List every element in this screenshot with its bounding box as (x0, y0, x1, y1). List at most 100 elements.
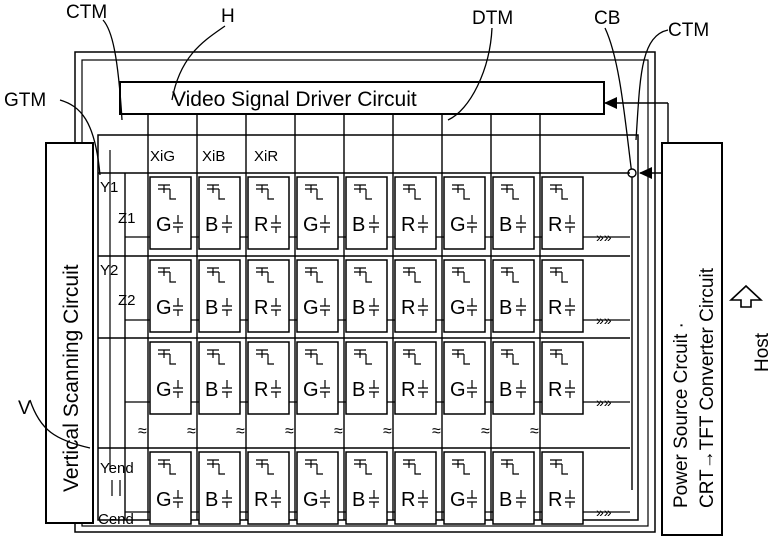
pixel-letter: R (401, 489, 415, 511)
vertical-scanning-label: Vertical Scanning Circuit (60, 264, 83, 492)
ctm-left-label: CTM (66, 2, 107, 23)
pixel-letter: G (303, 489, 319, 511)
break-mark: ≈ (481, 423, 490, 440)
pixel-letter: B (499, 297, 512, 319)
pixel-letter: B (499, 214, 512, 236)
pixel-letter: R (548, 297, 562, 319)
row-labels: Y1 Z1 Y2 Z2 Yend Cend (98, 179, 136, 528)
pixel-letter: R (401, 297, 415, 319)
pixel-cell: R (395, 452, 436, 524)
pixel-cell: B (199, 342, 240, 414)
y2-label: Y2 (100, 262, 118, 279)
host-arrow (731, 286, 761, 307)
pixel-letter: B (205, 297, 218, 319)
pixel-cell: R (248, 177, 289, 249)
pixel-cell: G (150, 177, 191, 249)
pixel-letter: B (205, 214, 218, 236)
power-source-label: Power Source Crcuit · (671, 322, 692, 508)
pixel-letter: G (303, 214, 319, 236)
pixel-cell: G (444, 452, 485, 524)
pixel-letter: R (401, 379, 415, 401)
pixel-letter: G (303, 297, 319, 319)
pixel-cell: B (346, 452, 387, 524)
row-label-ticks (112, 480, 120, 496)
break-mark: ≈ (187, 423, 196, 440)
pixel-letter: R (254, 214, 268, 236)
pixel-cell: G (297, 260, 338, 332)
break-mark: ≈ (285, 423, 294, 440)
column-labels: XiG XiB XiR (150, 148, 278, 165)
pixel-cell: R (542, 342, 583, 414)
pixel-cell: B (346, 260, 387, 332)
z1-label: Z1 (118, 210, 136, 227)
pixel-cell: G (297, 342, 338, 414)
break-mark: ≈ (383, 423, 392, 440)
pixel-cell: G (297, 452, 338, 524)
break-mark: ≈ (432, 423, 441, 440)
pixel-cell: B (346, 177, 387, 249)
break-mark: »» (596, 229, 612, 245)
col-label-xig: XiG (150, 148, 175, 165)
cb-feed-arrowhead (639, 167, 652, 179)
pixel-letter: B (352, 489, 365, 511)
pixel-letter: R (254, 379, 268, 401)
pixel-cell: G (150, 452, 191, 524)
pixel-letter: R (401, 214, 415, 236)
dtm-label: DTM (472, 8, 513, 29)
pixel-cell: G (150, 260, 191, 332)
pixel-letter: B (499, 489, 512, 511)
pixel-letter: B (352, 214, 365, 236)
pixel-cell: R (248, 342, 289, 414)
pixel-letter: G (450, 379, 466, 401)
pixel-cell: B (493, 452, 534, 524)
break-mark: ≈ (236, 423, 245, 440)
gtm-label: GTM (4, 90, 46, 111)
pixel-cell: B (199, 260, 240, 332)
pixel-cell: R (542, 260, 583, 332)
break-mark: ≈ (334, 423, 343, 440)
z2-label: Z2 (118, 292, 136, 309)
break-mark: ≈ (530, 423, 539, 440)
pixel-cell: R (395, 260, 436, 332)
pixel-letter: R (254, 297, 268, 319)
yend-label: Yend (100, 460, 134, 477)
pixel-letter: B (352, 379, 365, 401)
pixel-letter: G (156, 214, 172, 236)
pixel-cell: B (493, 342, 534, 414)
pixel-letter: G (450, 214, 466, 236)
v-label: V (18, 398, 31, 419)
pixel-cell: R (395, 177, 436, 249)
pixel-letter: R (548, 214, 562, 236)
cb-label: CB (594, 8, 620, 29)
pixel-cell: B (493, 177, 534, 249)
pixel-letter: G (156, 489, 172, 511)
break-mark: »» (596, 394, 612, 410)
pixel-letter: B (352, 297, 365, 319)
pixel-cell: B (199, 452, 240, 524)
vertical-scanning-block: Vertical Scanning Circuit (46, 143, 93, 523)
pixel-cell: R (248, 260, 289, 332)
driver-feed-arrowhead (604, 97, 617, 109)
power-source-block: Power Source Crcuit · CRT→TFT Converter … (662, 143, 722, 535)
video-driver-block: Video Signal Driver Circuit (120, 82, 604, 114)
power-connections (604, 103, 668, 490)
pixel-letter: R (548, 379, 562, 401)
break-mark: »» (596, 312, 612, 328)
pixel-letter: R (254, 489, 268, 511)
pixel-cell: R (542, 177, 583, 249)
pixel-letter: R (548, 489, 562, 511)
video-driver-label: Video Signal Driver Circuit (172, 88, 417, 111)
host-label: Host (752, 332, 773, 372)
pixel-letter: G (156, 297, 172, 319)
pixel-cell: G (444, 342, 485, 414)
pixel-letter: B (205, 379, 218, 401)
cend-label: Cend (98, 511, 134, 528)
pixel-cell: G (297, 177, 338, 249)
pixel-letter: B (205, 489, 218, 511)
h-label: H (221, 6, 235, 27)
col-label-xir: XiR (254, 148, 278, 165)
pixel-cell: G (444, 177, 485, 249)
pixel-cell: G (444, 260, 485, 332)
col-label-xib: XiB (202, 148, 225, 165)
